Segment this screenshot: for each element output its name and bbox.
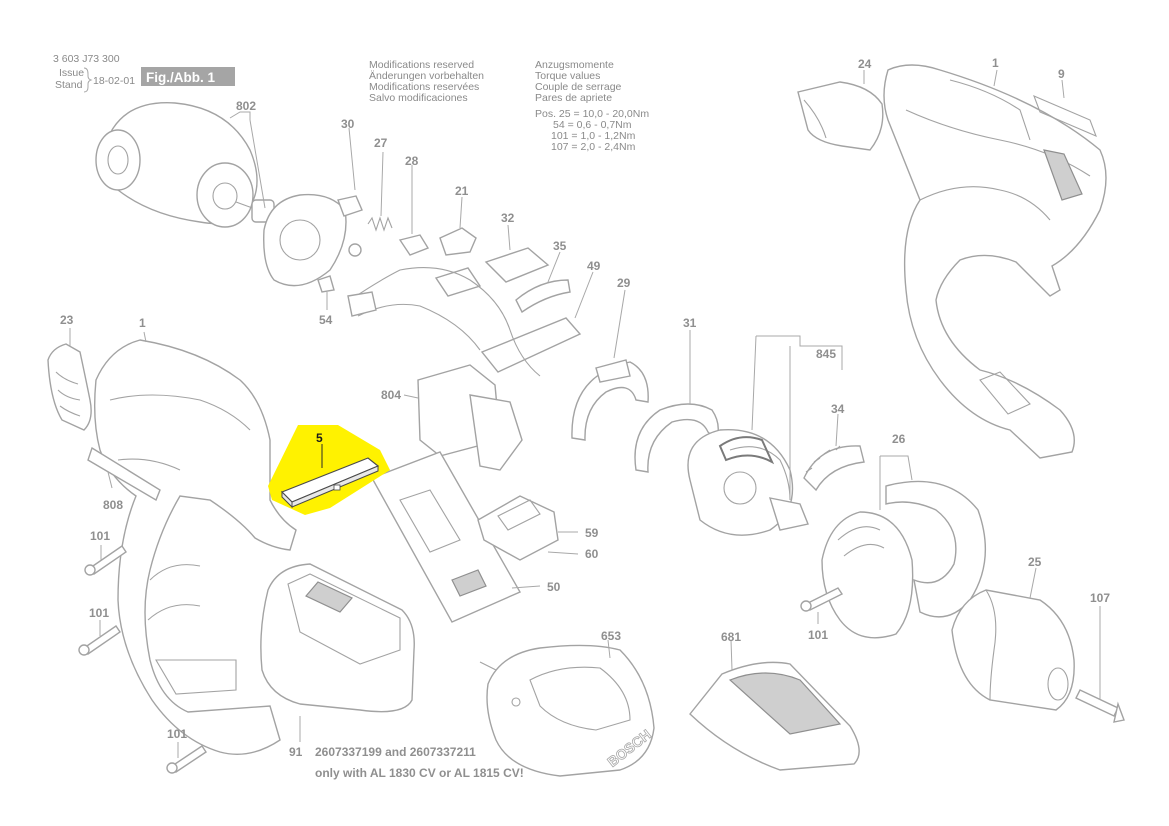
torque-line-7: 101 = 1,0 - 1,2Nm bbox=[551, 130, 636, 142]
part-label-29: 29 bbox=[617, 276, 631, 290]
figure-label: Fig./Abb. 1 bbox=[146, 70, 215, 85]
torque-line-3: Couple de serrage bbox=[535, 81, 622, 93]
collar-26 bbox=[821, 455, 987, 639]
part-label-91: 91 bbox=[289, 745, 303, 759]
part-label-49: 49 bbox=[587, 259, 601, 273]
screw-107 bbox=[1075, 606, 1125, 723]
screw-101-d bbox=[800, 587, 844, 624]
lever-28 bbox=[398, 165, 430, 256]
selector-35 bbox=[515, 251, 571, 314]
part-label-35: 35 bbox=[553, 239, 567, 253]
part-label-31: 31 bbox=[683, 316, 697, 330]
part-label-653: 653 bbox=[601, 629, 621, 643]
battery-note-line-1: 2607337199 and 2607337211 bbox=[315, 745, 476, 759]
screw-54 bbox=[317, 243, 362, 310]
board-49 bbox=[480, 271, 594, 373]
doc-number: 3 603 J73 300 bbox=[53, 53, 120, 65]
torque-line-2: Torque values bbox=[535, 70, 600, 82]
torque-note: Anzugsmomente Torque values Couple de se… bbox=[535, 59, 649, 153]
mod-line-1: Modifications reserved bbox=[369, 59, 474, 71]
part-label-9: 9 bbox=[1058, 67, 1065, 81]
motor-bracket-30 bbox=[263, 127, 363, 287]
torque-line-8: 107 = 2,0 - 2,4Nm bbox=[551, 141, 636, 153]
battery-91 bbox=[260, 563, 415, 742]
cover-681 bbox=[689, 639, 860, 771]
motor-802 bbox=[95, 102, 339, 252]
part-label-59: 59 bbox=[585, 526, 599, 540]
screw-101-b bbox=[78, 620, 121, 656]
part-label-107: 107 bbox=[1090, 591, 1110, 605]
part-label-25: 25 bbox=[1028, 555, 1042, 569]
label-808 bbox=[87, 446, 161, 502]
part-label-23: 23 bbox=[60, 313, 74, 327]
part-label-681: 681 bbox=[721, 630, 741, 644]
part-label-101-d: 101 bbox=[808, 628, 828, 642]
part-label-50: 50 bbox=[547, 580, 561, 594]
issue-date: 18-02-01 bbox=[93, 75, 135, 87]
figure-label-box bbox=[141, 67, 235, 86]
cover-23 bbox=[47, 328, 92, 431]
part-label-101-a: 101 bbox=[90, 529, 110, 543]
charger-653: BOSCH bbox=[479, 639, 655, 777]
wiring-harness bbox=[347, 267, 541, 377]
circuit-board-50 bbox=[370, 451, 541, 623]
part-label-60: 60 bbox=[585, 547, 599, 561]
part-label-32: 32 bbox=[501, 211, 515, 225]
issue-label: Issue bbox=[59, 67, 84, 79]
screw-101-a bbox=[84, 545, 127, 576]
switch-knob-21 bbox=[439, 196, 477, 256]
mod-line-2: Änderungen vorbehalten bbox=[369, 70, 484, 82]
left-housing-1 bbox=[93, 331, 297, 755]
spring-27 bbox=[367, 151, 393, 232]
part-label-24: 24 bbox=[858, 57, 872, 71]
battery-note-line-2: only with AL 1830 CV or AL 1815 CV! bbox=[315, 766, 524, 780]
part-label-1-right: 1 bbox=[992, 56, 999, 70]
part-label-27: 27 bbox=[374, 136, 388, 150]
brace-glyph bbox=[83, 67, 93, 93]
gear-34 bbox=[803, 413, 865, 492]
part-label-28: 28 bbox=[405, 154, 419, 168]
contact-plate-59-60 bbox=[477, 495, 579, 561]
part-label-34: 34 bbox=[831, 402, 845, 416]
part-label-26: 26 bbox=[892, 432, 906, 446]
part-label-54: 54 bbox=[319, 313, 333, 327]
right-housing-1 bbox=[883, 64, 1107, 459]
mod-line-4: Salvo modificaciones bbox=[369, 92, 468, 104]
gearbox-845 bbox=[687, 335, 843, 536]
part-label-30: 30 bbox=[341, 117, 355, 131]
switch-module-804 bbox=[403, 364, 523, 471]
cover-24 bbox=[797, 70, 884, 151]
part-label-845: 845 bbox=[816, 347, 836, 361]
torque-line-1: Anzugsmomente bbox=[535, 59, 614, 71]
part-label-802: 802 bbox=[236, 99, 256, 113]
torque-line-5: Pos. 25 = 10,0 - 20,0Nm bbox=[535, 108, 649, 120]
modifications-note: Modifications reserved Änderungen vorbeh… bbox=[369, 59, 484, 104]
part-label-5: 5 bbox=[316, 431, 323, 445]
part-label-21: 21 bbox=[455, 184, 469, 198]
switch-32 bbox=[434, 224, 550, 297]
mod-line-3: Modifications reservées bbox=[369, 81, 479, 93]
header-block: 3 603 J73 300 Issue Stand 18-02-01 Fig./… bbox=[53, 53, 235, 93]
stand-label: Stand bbox=[55, 79, 83, 91]
chuck-25 bbox=[951, 567, 1075, 711]
ring-29 bbox=[571, 289, 649, 441]
torque-line-6: 54 = 0,6 - 0,7Nm bbox=[553, 119, 632, 131]
part-label-101-b: 101 bbox=[89, 606, 109, 620]
part-label-804: 804 bbox=[381, 388, 401, 402]
highlight-part-5: 5 bbox=[268, 425, 390, 515]
part-label-808: 808 bbox=[103, 498, 123, 512]
clip-31 bbox=[634, 330, 719, 473]
part-label-1-left: 1 bbox=[139, 316, 146, 330]
part-label-101-c: 101 bbox=[167, 727, 187, 741]
screw-101-c bbox=[166, 742, 207, 774]
torque-line-4: Pares de apriete bbox=[535, 92, 612, 104]
